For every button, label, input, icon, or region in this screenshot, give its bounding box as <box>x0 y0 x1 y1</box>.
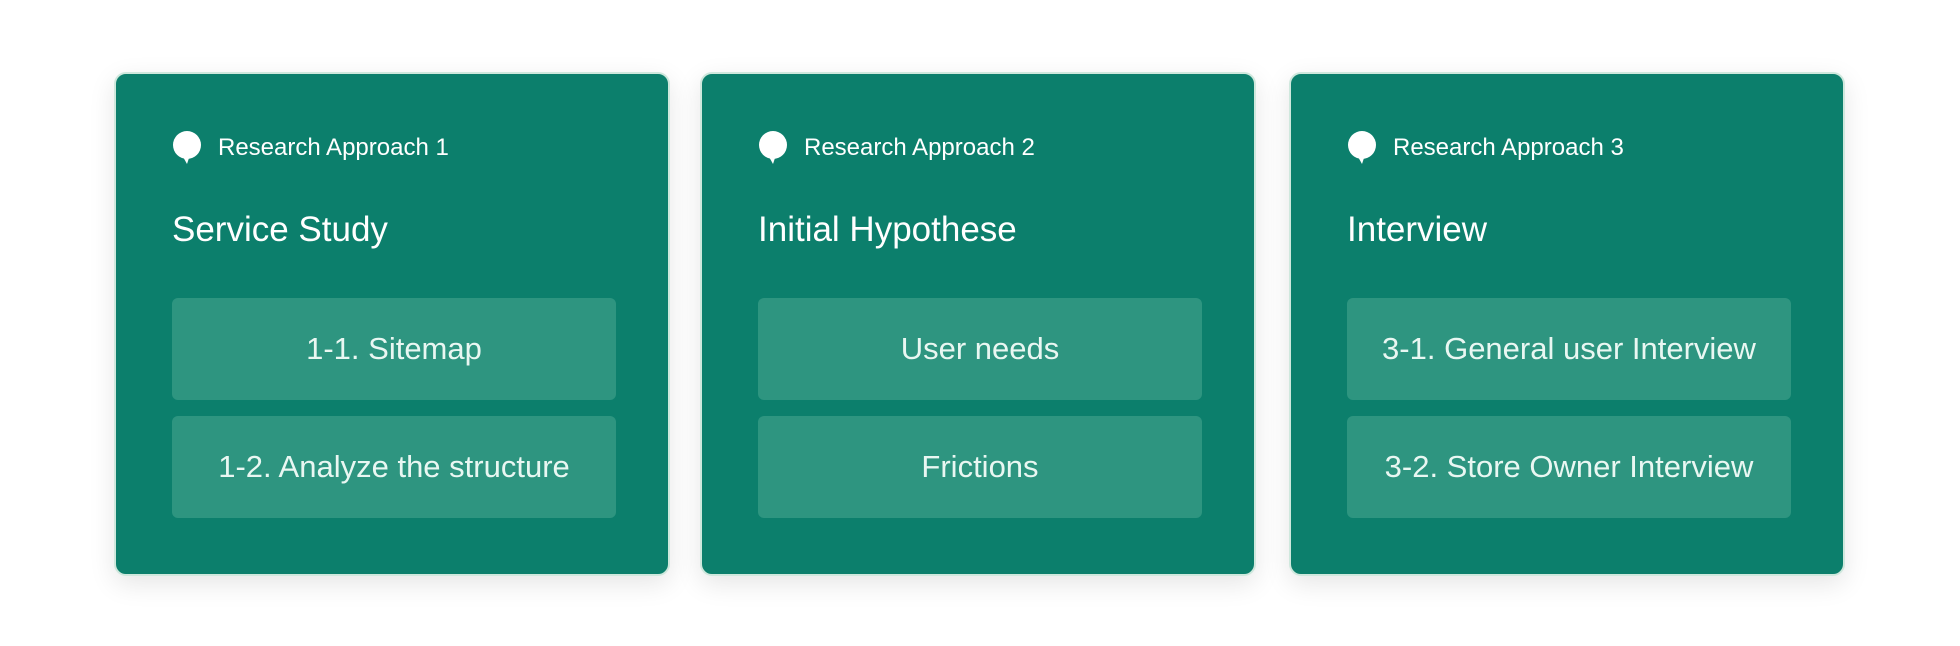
speech-bubble-icon <box>172 130 202 166</box>
card-header: Research Approach 2 <box>758 130 1035 166</box>
card-title: Initial Hypothese <box>758 210 1017 249</box>
card-label: Research Approach 3 <box>1393 134 1624 161</box>
research-approach-card-3: Research Approach 3 Interview 3-1. Gener… <box>1289 72 1845 576</box>
speech-bubble-icon <box>758 130 788 166</box>
speech-bubble-icon <box>1347 130 1377 166</box>
research-item[interactable]: 1-2. Analyze the structure <box>172 416 616 518</box>
card-label: Research Approach 2 <box>804 134 1035 161</box>
card-label: Research Approach 1 <box>218 134 449 161</box>
card-title: Service Study <box>172 210 388 249</box>
research-item[interactable]: User needs <box>758 298 1202 400</box>
card-header: Research Approach 3 <box>1347 130 1624 166</box>
card-title: Interview <box>1347 210 1488 249</box>
card-header: Research Approach 1 <box>172 130 449 166</box>
research-approach-card-1: Research Approach 1 Service Study 1-1. S… <box>114 72 670 576</box>
research-approach-card-2: Research Approach 2 Initial Hypothese Us… <box>700 72 1256 576</box>
research-item[interactable]: 1-1. Sitemap <box>172 298 616 400</box>
research-item[interactable]: Frictions <box>758 416 1202 518</box>
research-item[interactable]: 3-1. General user Interview <box>1347 298 1791 400</box>
research-item[interactable]: 3-2. Store Owner Interview <box>1347 416 1791 518</box>
